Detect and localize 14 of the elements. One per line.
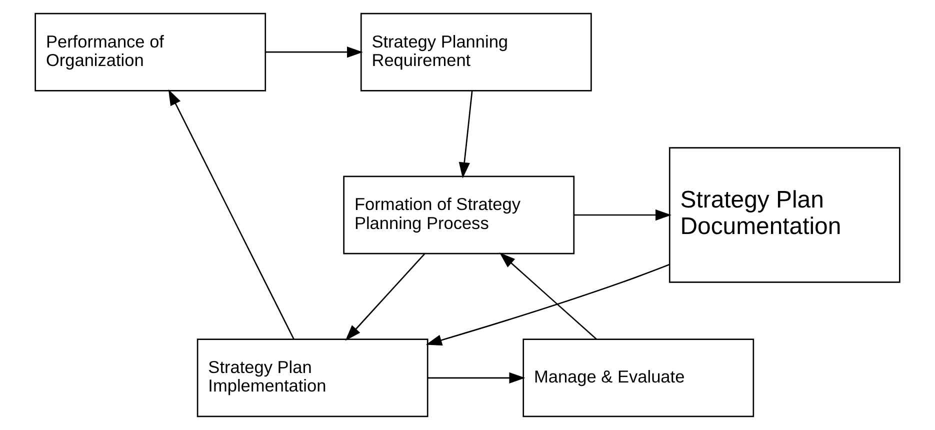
arrow [426,264,670,346]
node-box: Formation of Strategy Planning Process [343,176,575,254]
arrow [499,252,597,340]
arrow [345,253,426,341]
arrow [458,90,473,178]
arrow [266,46,363,58]
node-box: Manage & Evaluate [522,338,754,418]
node-box: Strategy Plan Documentation [668,147,900,283]
node-box: Performance of Organization [34,12,266,92]
arrow [168,89,294,340]
arrow [574,209,672,221]
arrow [428,372,526,384]
node-box: Strategy Plan Implementation [196,338,428,418]
node-box: Strategy Planning Requirement [360,12,592,92]
